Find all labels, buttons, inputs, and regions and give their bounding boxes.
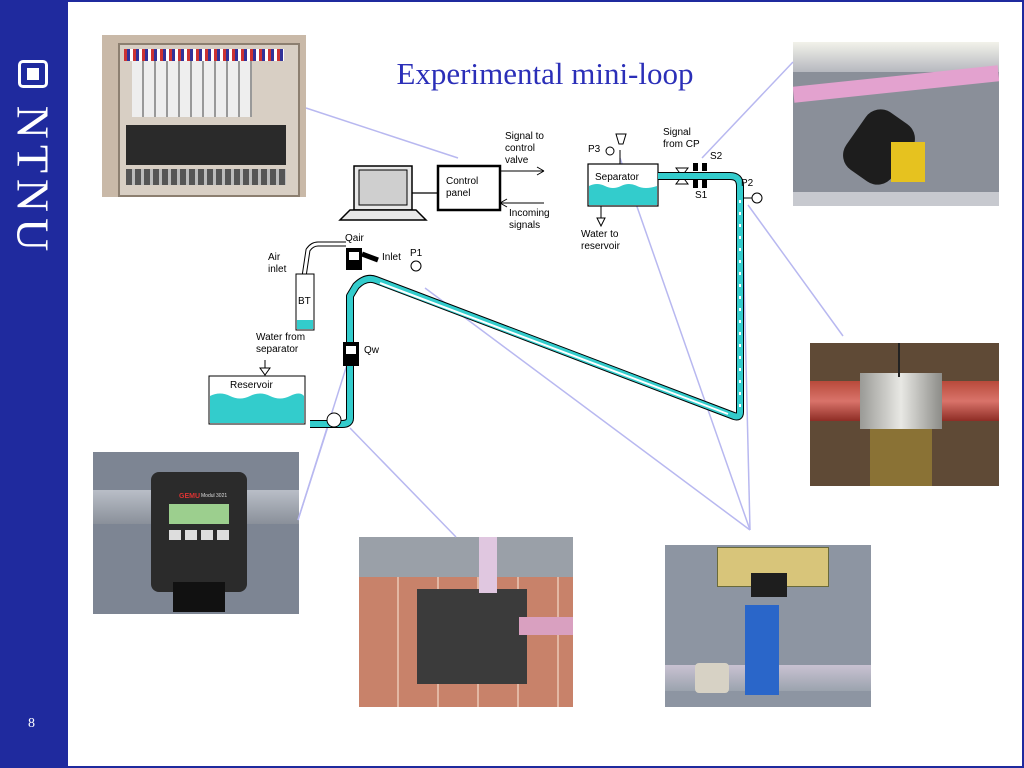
s1-sensor-b [702,180,707,188]
slide-frame [68,0,1024,768]
p2-label: P2 [741,178,754,189]
p3-gauge-icon [615,133,627,145]
flowmeter-model: Modul 3021 [201,493,228,499]
buffer-tank-water [297,320,313,329]
signal-from-cp-label: Signal from CP [663,127,700,150]
drain-arrow-icon [596,217,606,228]
flowmeter-brand: GEMU [179,493,200,500]
qw-meter-window [346,346,356,354]
ceiling-light [793,42,999,72]
s1-sensor [693,180,698,188]
pump-outlet-pipe [479,537,497,593]
loop-pipe-water [310,173,743,427]
s2-sensor-b [702,163,707,171]
pump-body [417,589,527,684]
bt-label: BT [298,296,311,307]
flowmeter-display [169,504,229,524]
p1-gauge-icon [410,260,422,272]
pointer-line [747,204,844,337]
computer-keyboard [338,209,428,221]
pump-icon [326,412,342,428]
qair-meter-window [349,252,359,260]
cabinet-wires [124,49,284,61]
sensor-chip [751,573,787,597]
photo-pump [359,537,573,707]
p3-label: P3 [588,144,601,155]
cabinet-terminals [126,169,286,185]
signal-in-arrowhead [499,198,508,208]
page-number: 8 [28,716,35,731]
incoming-signals-label: Incoming signals [509,208,550,231]
loop-pipe-stratified [379,282,729,415]
air-inlet-pipe-inner [300,242,346,291]
water-from-separator-label: Water from separator [256,332,306,355]
brass-plate [870,429,932,486]
cabinet-relays [132,57,252,117]
qw-label: Qw [364,345,379,356]
pointer-line [305,107,459,159]
cabinet-modules [126,125,286,165]
water-to-reservoir-label: Water to reservoir [581,229,620,252]
control-panel-box [436,164,502,212]
buffer-tank [295,273,315,331]
p1-label: P1 [410,248,423,259]
metal-band [860,373,942,429]
pointer-line [349,427,457,538]
pointer-line [424,287,751,531]
reservoir-label: Reservoir [230,380,273,391]
air-inlet-label: Air inlet [268,252,287,275]
ntnu-logo-icon [18,60,48,88]
s2-label: S2 [710,151,723,162]
signal-to-control-valve-label: Signal to control valve [505,131,544,166]
signal-out-arrowhead [536,166,545,176]
pump-inlet-fitting [519,617,573,635]
blue-sensor-tube [745,605,779,695]
yellow-actuator [891,142,925,182]
slide-title: Experimental mini-loop [396,56,694,91]
sidebar: NTNU 8 [0,0,68,768]
photo-separator-valve [793,42,999,206]
qair-label: Qair [345,233,364,244]
wall [359,537,573,577]
photo-flowmeter: GEMU Modul 3021 [93,452,299,614]
photo-pipe-sensor-band [810,343,999,486]
s1-label: S1 [695,190,708,201]
steel-frame [793,192,999,206]
p2-gauge-icon [751,192,763,204]
nut [695,663,729,693]
pointer-line [701,61,794,159]
control-panel-label: Control panel [446,176,479,199]
water-from-separator-arrow-icon [259,367,271,376]
sensor-cable [898,343,900,377]
reservoir-water [210,393,304,423]
pointer-line [297,419,331,521]
inlet-pipe [361,251,379,263]
separator-water [589,184,657,205]
photo-pressure-sensor [665,545,871,707]
p3-circle-icon [605,146,615,156]
flowmeter-connectors [173,582,225,612]
s2-sensor [693,163,698,171]
computer-screen [358,169,408,206]
inlet-label: Inlet [382,252,401,263]
separator-label: Separator [595,172,639,183]
flowmeter-buttons [169,530,229,540]
photo-control-cabinet [102,35,306,197]
pointer-line [619,157,751,531]
